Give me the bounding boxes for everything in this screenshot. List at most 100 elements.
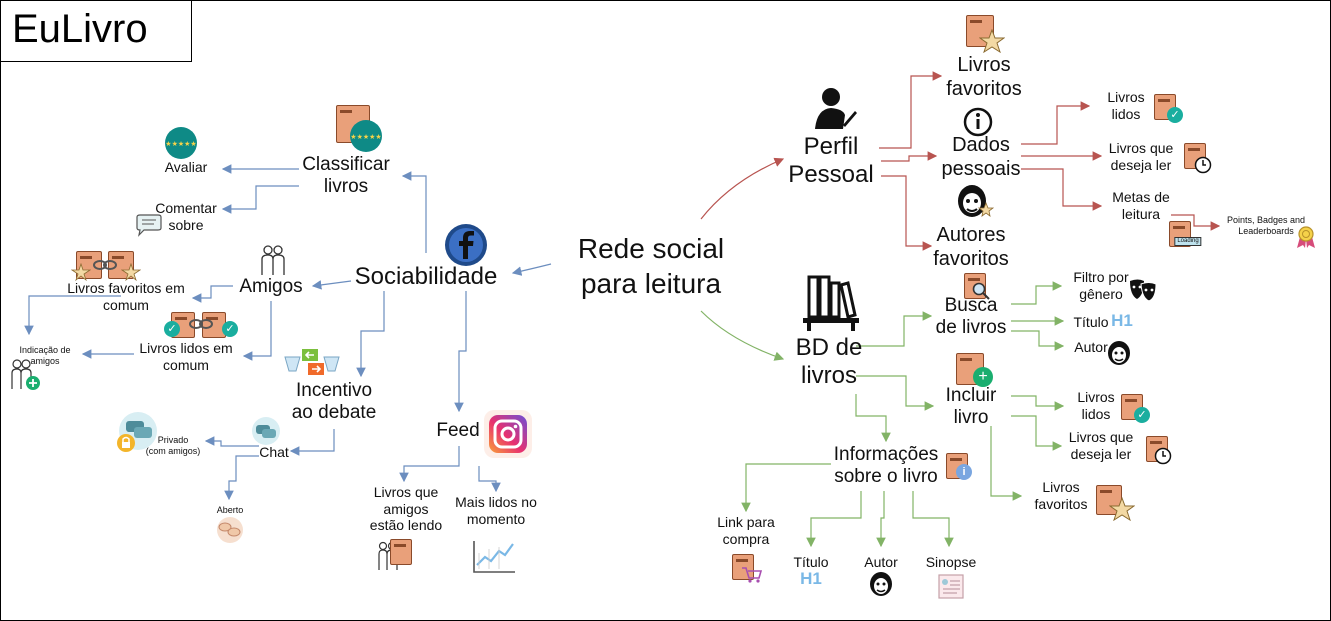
- comentar-l2: sobre: [168, 216, 204, 233]
- bd-deseja-l1: Livros que: [1068, 429, 1134, 445]
- aberto: Aberto: [216, 505, 244, 515]
- lidos-comum-l2: comum: [163, 356, 209, 373]
- classificar-l1: Classificar: [302, 154, 390, 175]
- edge-perfil-autores: [881, 175, 933, 251]
- edge-social-classificar: [401, 171, 427, 253]
- crowd-chat-icon: [217, 517, 243, 543]
- h1-icon: H1: [1111, 311, 1133, 330]
- edge-social-feed: [454, 291, 467, 413]
- bd-busca-l1: Busca: [944, 295, 998, 316]
- edge-busca-autor: [1011, 330, 1065, 351]
- magnifier-icon: [972, 282, 990, 300]
- stars-rating-icon: ★★★★★: [350, 120, 382, 152]
- check-badge-icon: ✓: [222, 321, 238, 337]
- edge-social-amigos: [311, 280, 352, 290]
- perfil-line-1: Perfil: [803, 133, 859, 160]
- bd-filtro-l1: Filtro por: [1073, 269, 1129, 285]
- bd-favoritos-l1: Livros: [1042, 479, 1080, 495]
- perfil-deseja-l2: deseja ler: [1110, 156, 1172, 173]
- edge-center-social: [511, 263, 552, 276]
- check-badge-icon: ✓: [1167, 107, 1183, 123]
- debate-l2: ao debate: [291, 402, 377, 424]
- bd-deseja-l2: deseja ler: [1070, 445, 1132, 462]
- edge-feed-mais: [478, 466, 501, 493]
- info-icon: [963, 107, 993, 137]
- edge-info-link: [741, 463, 831, 513]
- shakespeare-icon: [870, 572, 892, 596]
- theater-masks-icon: [1130, 279, 1157, 302]
- edge-metas-points: [1171, 214, 1221, 231]
- privado: Privado(com amigos): [146, 435, 201, 456]
- bd-info-l2: sobre o livro: [834, 466, 938, 488]
- center-line-2: para leitura: [580, 268, 722, 299]
- friends-icon: [261, 245, 285, 275]
- clock-icon: [1154, 447, 1172, 465]
- edge-busca-filtro: [1011, 281, 1063, 305]
- app-title: EuLivro: [12, 7, 148, 51]
- edge-feed-amigos: [399, 446, 460, 483]
- fav-comum-l1: Livros favoritos em: [67, 280, 185, 296]
- bd-info-titulo: Título: [793, 554, 829, 570]
- perfil-line-2: Pessoal: [788, 161, 874, 189]
- privado-l1: Privado: [157, 435, 189, 445]
- stars-rating-icon: ★★★★★: [165, 127, 197, 159]
- star-icon: [71, 263, 91, 281]
- instagram-icon: [484, 410, 532, 458]
- perfil-lidos-l1: Livros: [1107, 89, 1145, 105]
- plus-badge-icon: +: [973, 367, 993, 387]
- facebook-icon: [445, 224, 487, 266]
- edge-amigos-lidos: [242, 301, 272, 361]
- classificar-l2: livros: [323, 176, 369, 198]
- edge-chat-privado: [204, 436, 259, 447]
- bd-favoritos-l2: favoritos: [1034, 495, 1088, 512]
- debate-l1: Incentivo: [295, 380, 373, 401]
- edge-perfil-dados: [881, 151, 938, 162]
- shakespeare-icon: [958, 185, 994, 217]
- perfil-autores-l1: Autores: [936, 224, 1006, 246]
- mais-lidos-l1: Mais lidos no: [455, 494, 537, 510]
- perfil-metas-l1: Metas de: [1112, 189, 1170, 205]
- perfil-metas-l2: leitura: [1121, 205, 1161, 222]
- bd-incluir-l1: Incluir: [945, 385, 997, 406]
- info-badge-icon: i: [956, 464, 972, 480]
- bd-lidos-l2: lidos: [1081, 405, 1111, 422]
- edge-incluir-deseja: [1011, 415, 1063, 451]
- lock-icon: [117, 434, 135, 452]
- bd-busca-l2: de livros: [935, 317, 1007, 339]
- star-icon: [121, 263, 141, 281]
- bd-filtro-l2: gênero: [1079, 285, 1123, 302]
- fav-comum-l2: comum: [103, 296, 149, 313]
- bd-line-1: BD de: [795, 334, 863, 361]
- bd-sinopse: Sinopse: [925, 554, 977, 570]
- edge-info-titulo: [806, 491, 862, 548]
- edge-amigos-favoritos: [191, 285, 233, 303]
- bd-info-l1: Informações: [833, 444, 939, 465]
- edge-bd-incluir: [856, 375, 935, 411]
- edge-dados-metas: [1021, 168, 1103, 211]
- bd-incluir-l2: livro: [953, 407, 989, 429]
- perfil-deseja-l1: Livros que: [1108, 140, 1174, 156]
- bd-link-l1: Link para: [717, 514, 775, 530]
- sociabilidade-node: Sociabilidade: [354, 263, 498, 290]
- swap-arrows-icon: [284, 349, 340, 375]
- edge-dados-lidos: [1021, 101, 1091, 145]
- perfil-lidos-l2: lidos: [1111, 105, 1141, 122]
